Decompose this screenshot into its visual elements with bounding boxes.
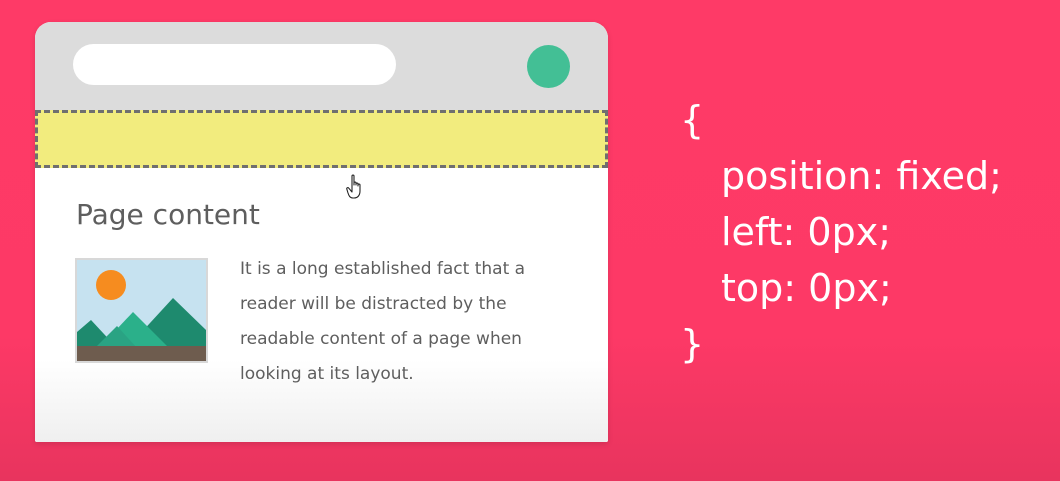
body-paragraph: It is a long established fact that a rea… xyxy=(240,259,526,384)
page-title: Page content xyxy=(76,198,260,231)
css-declaration: left: 0px; xyxy=(721,210,892,254)
page-content-area: Page content It is a long established fa… xyxy=(35,168,608,442)
address-bar[interactable] xyxy=(73,44,396,85)
css-declaration: position: fixed; xyxy=(721,154,1002,198)
css-declaration: top: 0px; xyxy=(721,266,892,310)
browser-window: Page content It is a long established fa… xyxy=(35,22,608,442)
browser-topbar xyxy=(35,22,608,110)
close-brace: } xyxy=(680,322,705,366)
landscape-image-icon xyxy=(75,258,208,363)
css-code-snippet: { position: fixed; left: 0px; top: 0px; … xyxy=(680,92,1002,372)
status-dot xyxy=(527,45,570,88)
hand-pointer-icon xyxy=(346,174,366,200)
open-brace: { xyxy=(680,98,705,142)
fixed-header-element xyxy=(35,110,608,168)
